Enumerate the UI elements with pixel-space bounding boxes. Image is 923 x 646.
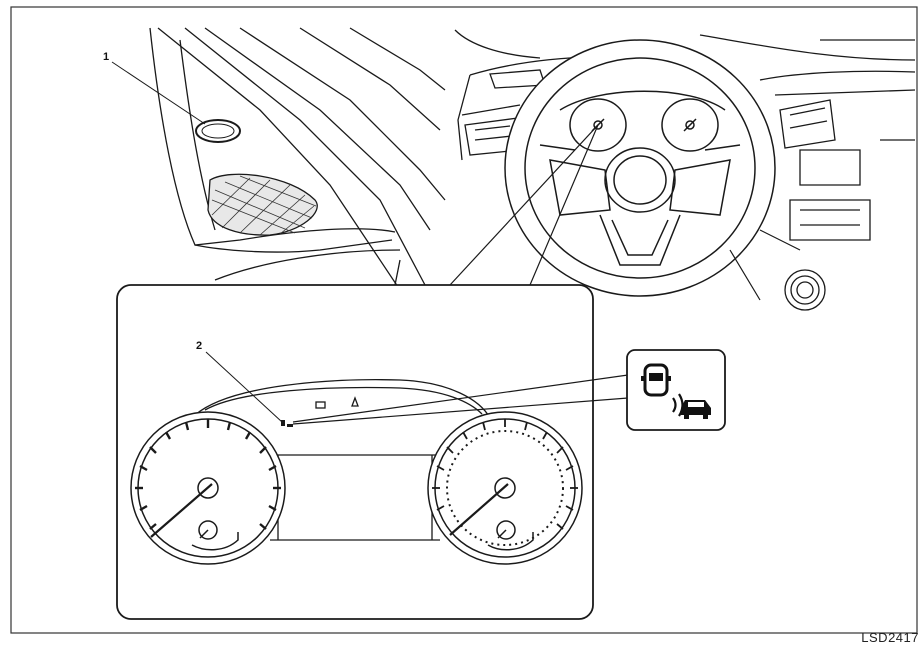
callout-1-leader bbox=[111, 61, 206, 125]
speedometer bbox=[130, 411, 286, 565]
callout-1-label: 1 bbox=[103, 51, 109, 63]
speaker-grille bbox=[207, 173, 318, 236]
speedometer-ticks bbox=[135, 419, 281, 530]
cluster-indicator-mark bbox=[281, 420, 293, 427]
tachometer bbox=[427, 411, 583, 565]
callout-2-label: 2 bbox=[196, 340, 202, 352]
callout-2-leader bbox=[205, 351, 283, 423]
blind-spot-warning-indicator-icon bbox=[641, 363, 711, 419]
figure-frame bbox=[10, 6, 918, 634]
tachometer-ticks bbox=[432, 419, 578, 530]
start-button bbox=[784, 269, 826, 311]
zoom-line-right bbox=[529, 124, 599, 286]
zoom-line-left bbox=[449, 124, 599, 286]
icon-leader-top bbox=[292, 374, 629, 423]
a-pillar-view bbox=[149, 27, 446, 291]
steering-wheel bbox=[504, 39, 776, 297]
icon-leader-bottom bbox=[292, 397, 629, 425]
icon-callout-box bbox=[626, 349, 726, 431]
figure-code: LSD2417 bbox=[861, 630, 919, 645]
indicator-light bbox=[195, 119, 241, 143]
